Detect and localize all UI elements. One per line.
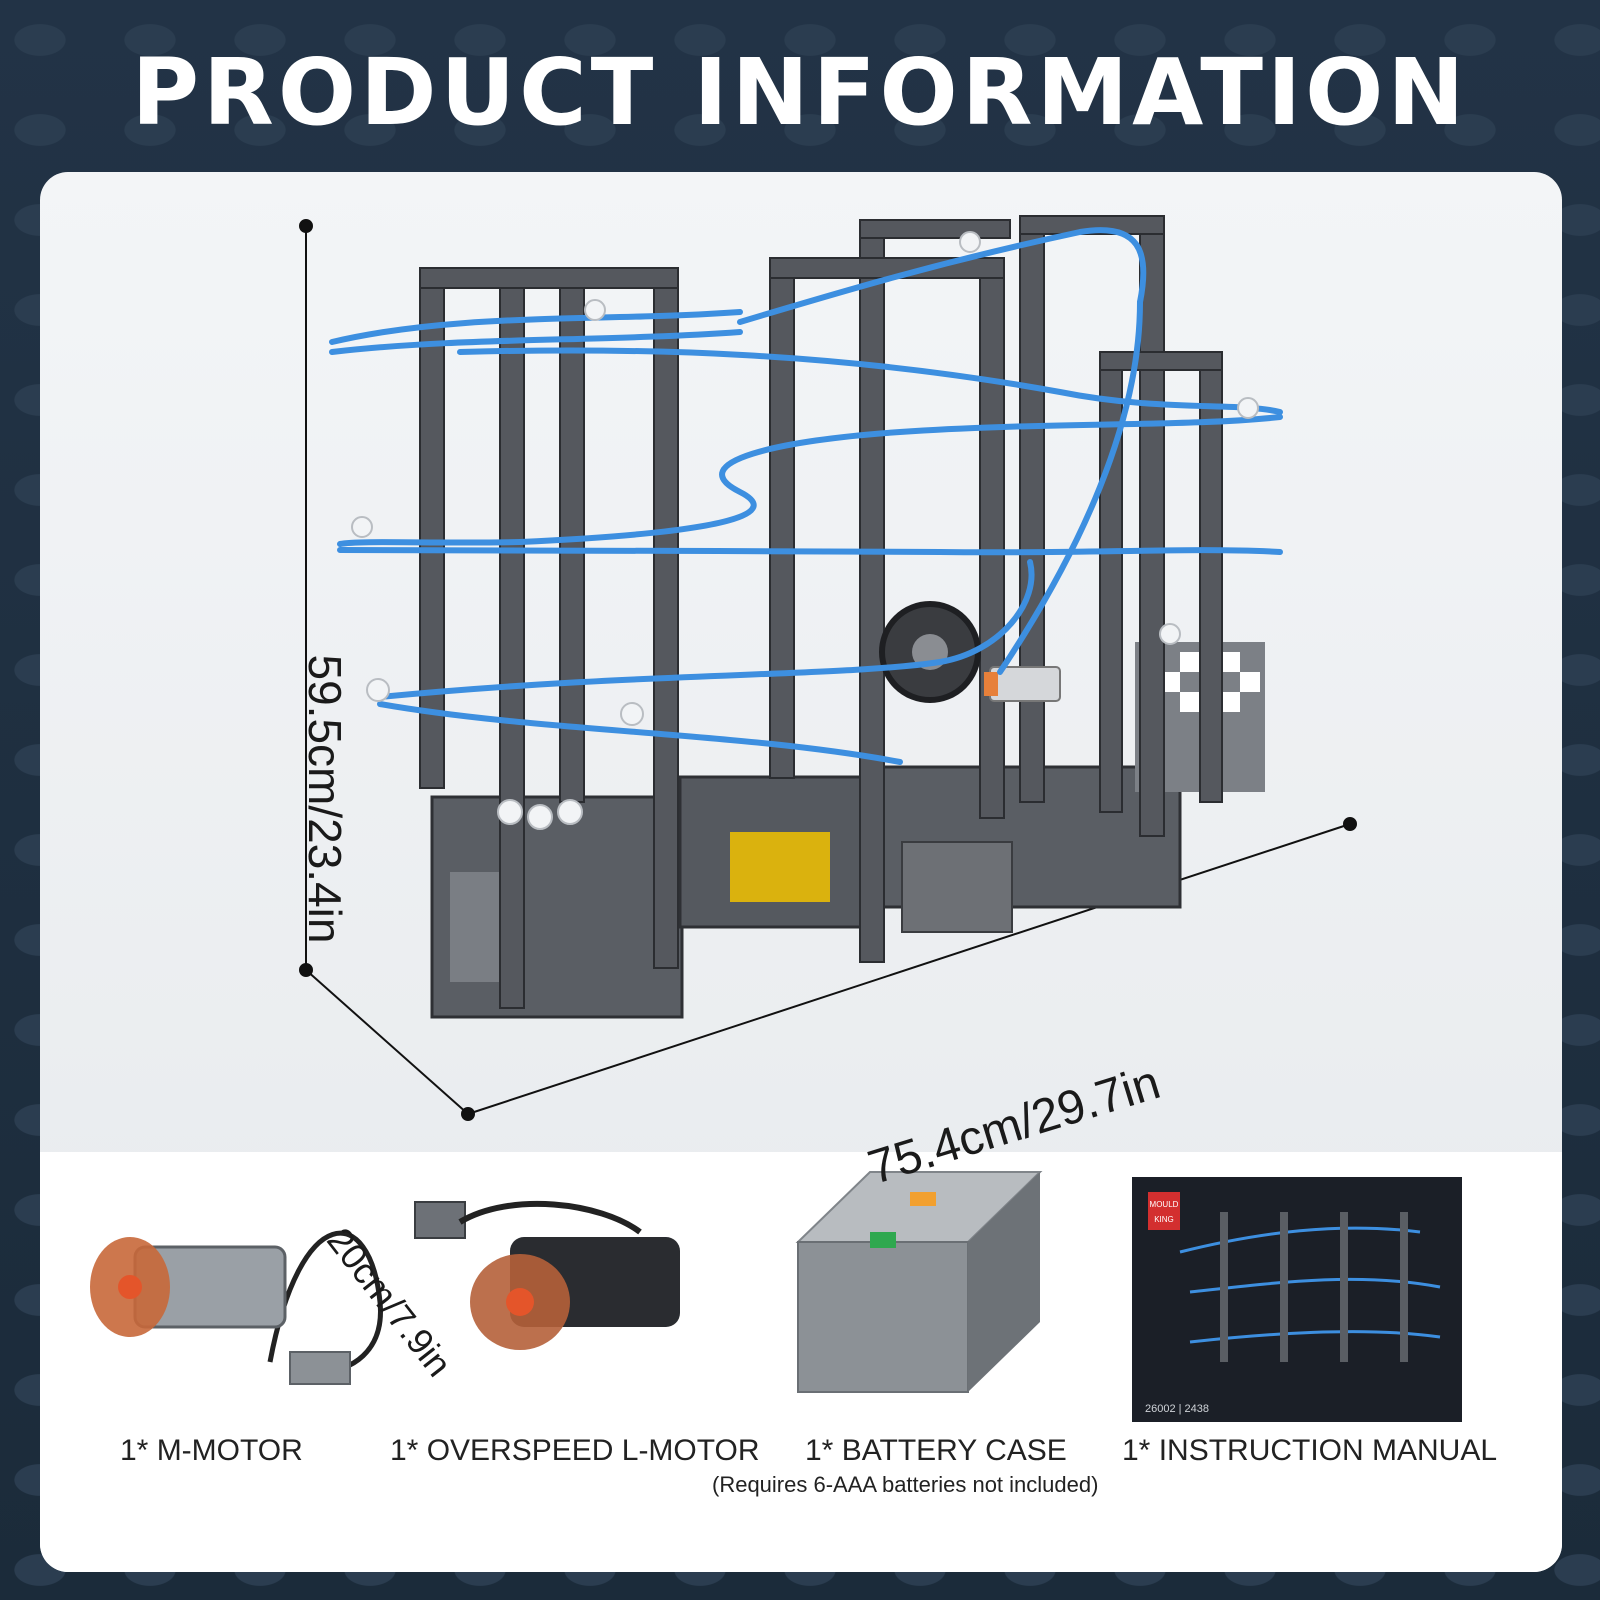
item-battery-case-label: 1* BATTERY CASE bbox=[805, 1434, 1067, 1467]
page-title: PRODUCT INFORMATION bbox=[131, 39, 1469, 146]
dimension-lines bbox=[299, 219, 1357, 1121]
product-panel: MOULD KING 26002 | 2438 59.5cm/23.4in 75… bbox=[40, 172, 1562, 1572]
manual-brand-line2: KING bbox=[1154, 1215, 1174, 1224]
m-motor-icon bbox=[90, 1230, 383, 1385]
marble-run-model bbox=[329, 215, 1283, 1019]
item-battery-case-note: (Requires 6-AAA batteries not included) bbox=[712, 1472, 1099, 1497]
item-l-motor-label: 1* OVERSPEED L-MOTOR bbox=[390, 1434, 760, 1467]
l-motor-icon bbox=[414, 1200, 680, 1350]
product-illustration: MOULD KING 26002 | 2438 bbox=[90, 215, 1462, 1422]
manual-brand-line1: MOULD bbox=[1150, 1200, 1179, 1209]
item-m-motor-label: 1* M-MOTOR bbox=[120, 1434, 303, 1467]
manual-code: 26002 | 2438 bbox=[1145, 1403, 1209, 1415]
height-dimension: 59.5cm/23.4in bbox=[299, 654, 351, 944]
instruction-manual-icon: MOULD KING 26002 | 2438 bbox=[1132, 1177, 1462, 1422]
item-instruction-manual-label: 1* INSTRUCTION MANUAL bbox=[1122, 1434, 1498, 1467]
battery-case-icon bbox=[795, 1171, 1043, 1393]
